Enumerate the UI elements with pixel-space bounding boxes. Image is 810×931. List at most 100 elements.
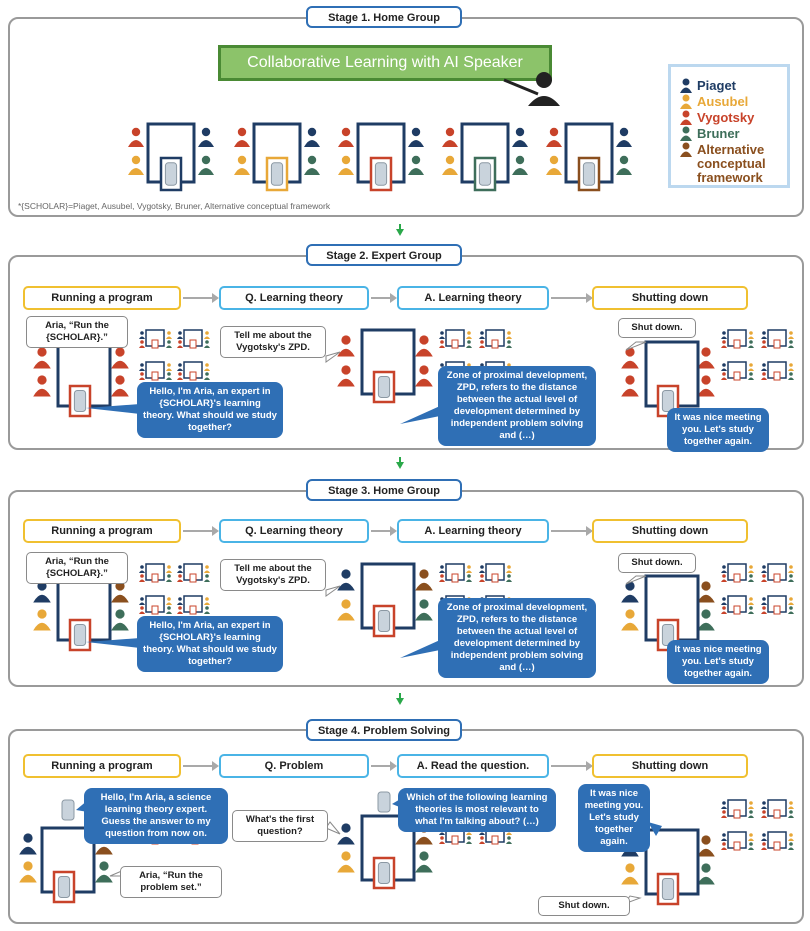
ai-speaker-icon bbox=[473, 156, 497, 192]
mini-group-icon bbox=[139, 563, 172, 583]
bruner-person-icon bbox=[680, 126, 692, 141]
stage2-scene bbox=[33, 327, 794, 424]
person-icon bbox=[512, 155, 528, 175]
down-arrow-2 bbox=[396, 462, 404, 469]
mini-group-icon bbox=[479, 563, 512, 583]
stage4-step-question: Q. Problem bbox=[219, 754, 369, 778]
scholar-legend: Piaget Ausubel Vygotsky Bruner Alternati… bbox=[668, 64, 790, 188]
mini-group-icon bbox=[177, 329, 210, 349]
mini-group-icon bbox=[177, 361, 210, 381]
stage3-shut-bubble: Shut down. bbox=[618, 553, 696, 573]
ausubel-person-icon bbox=[680, 94, 692, 109]
stage2-title: Stage 2. Expert Group bbox=[306, 244, 462, 266]
stage2-run-bubble: Aria, “Run the {SCHOLAR}.” bbox=[26, 316, 128, 348]
stage4-arrow-1 bbox=[183, 761, 219, 771]
stage1-banner: Collaborative Learning with AI Speaker bbox=[218, 45, 552, 81]
stage4-ask-bubble: What's the first question? bbox=[232, 810, 328, 842]
person-icon bbox=[512, 127, 528, 147]
person-icon bbox=[111, 609, 129, 631]
stage4-bye-bubble: It was nice meeting you. Let's study tog… bbox=[578, 784, 650, 852]
legend-vygotsky: Vygotsky bbox=[697, 110, 755, 125]
person-icon bbox=[19, 861, 37, 883]
person-icon bbox=[337, 823, 355, 845]
stage2-ask-bubble: Tell me about the Vygotsky's ZPD. bbox=[220, 326, 326, 358]
stage4-step-shutdown: Shutting down bbox=[592, 754, 748, 778]
person-icon bbox=[198, 155, 214, 175]
stage4-title: Stage 4. Problem Solving bbox=[306, 719, 462, 741]
legend-alternative: Alternative conceptual framework bbox=[697, 142, 766, 185]
stage2-arrow-1 bbox=[183, 293, 219, 303]
down-arrow-1-stem bbox=[399, 224, 401, 230]
bubble-tail bbox=[325, 585, 341, 597]
stage3-arrow-1 bbox=[183, 526, 219, 536]
person-icon bbox=[697, 375, 715, 397]
person-icon bbox=[442, 155, 458, 175]
person-icon bbox=[111, 347, 129, 369]
person-icon bbox=[111, 375, 129, 397]
person-icon bbox=[128, 127, 144, 147]
mini-group-icon bbox=[721, 595, 754, 615]
mini-group-icon bbox=[761, 329, 794, 349]
stage2-step-question: Q. Learning theory bbox=[219, 286, 369, 310]
mini-group-icon bbox=[139, 595, 172, 615]
person-icon bbox=[546, 155, 562, 175]
ai-speaker-icon bbox=[369, 156, 393, 192]
mini-group-icon bbox=[721, 329, 754, 349]
ai-speaker-icon bbox=[372, 604, 396, 638]
piaget-person-icon bbox=[680, 78, 692, 93]
person-icon bbox=[616, 127, 632, 147]
mini-group-icon bbox=[177, 563, 210, 583]
ai-speaker-icon bbox=[656, 872, 680, 906]
ai-speaker-icon bbox=[372, 370, 396, 404]
down-arrow-2-stem bbox=[399, 457, 401, 463]
stage4-step-run: Running a program bbox=[23, 754, 181, 778]
stage4-arrow-2 bbox=[371, 761, 397, 771]
person-icon bbox=[415, 335, 433, 357]
mini-group-icon bbox=[761, 799, 794, 819]
person-icon bbox=[616, 155, 632, 175]
person-icon bbox=[337, 335, 355, 357]
mini-group-icon bbox=[439, 563, 472, 583]
stage3-step-answer: A. Learning theory bbox=[397, 519, 549, 543]
person-icon bbox=[697, 835, 715, 857]
person-icon bbox=[697, 581, 715, 603]
person-icon bbox=[415, 599, 433, 621]
stage3-arrow-3 bbox=[551, 526, 593, 536]
person-icon bbox=[415, 851, 433, 873]
mini-group-icon bbox=[761, 595, 794, 615]
ai-speaker-icon bbox=[52, 870, 76, 904]
bubble-tail bbox=[625, 575, 647, 585]
ai-speaker-icon bbox=[68, 618, 92, 652]
ai-speaker-icon bbox=[377, 791, 391, 813]
person-icon bbox=[697, 347, 715, 369]
ai-speaker-icon bbox=[265, 156, 289, 192]
mini-group-icon bbox=[721, 831, 754, 851]
down-arrow-3 bbox=[396, 698, 404, 705]
person-icon bbox=[697, 863, 715, 885]
stage4-answer-bubble: Which of the following learning theories… bbox=[398, 788, 556, 832]
stage3-hello-bubble: Hello, I'm Aria, an expert in {SCHOLAR}'… bbox=[137, 616, 283, 672]
group-table bbox=[644, 340, 700, 408]
stage2-arrow-3 bbox=[551, 293, 593, 303]
stage3-title: Stage 3. Home Group bbox=[306, 479, 462, 501]
ai-speaker-icon bbox=[577, 156, 601, 192]
stage4-shut-bubble: Shut down. bbox=[538, 896, 630, 916]
bubble-tail bbox=[325, 351, 341, 363]
person-icon bbox=[621, 375, 639, 397]
mini-group-icon bbox=[479, 329, 512, 349]
person-icon bbox=[198, 127, 214, 147]
person-icon bbox=[128, 155, 144, 175]
ai-speaker-icon bbox=[68, 384, 92, 418]
mini-group-icon bbox=[721, 361, 754, 381]
person-icon bbox=[234, 127, 250, 147]
ai-speaker-icon bbox=[159, 156, 183, 192]
stage3-answer-bubble: Zone of proximal development, ZPD, refer… bbox=[438, 598, 596, 678]
mini-group-icon bbox=[139, 361, 172, 381]
person-icon bbox=[338, 127, 354, 147]
bubble-tail bbox=[325, 821, 341, 835]
stage3-run-bubble: Aria, “Run the {SCHOLAR}.” bbox=[26, 552, 128, 584]
mini-group-icon bbox=[177, 595, 210, 615]
person-icon bbox=[408, 127, 424, 147]
person-icon bbox=[546, 127, 562, 147]
person-icon bbox=[33, 609, 51, 631]
